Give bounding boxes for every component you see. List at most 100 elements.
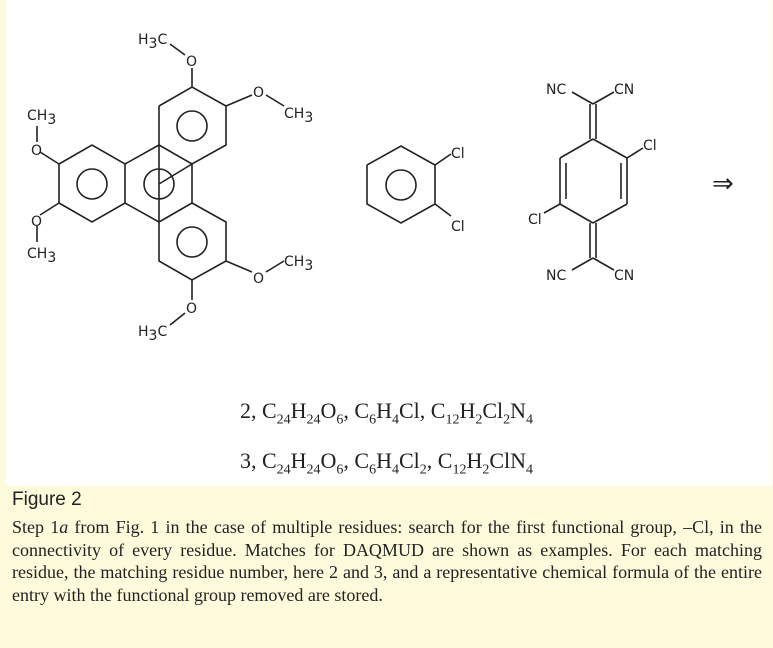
central-ring-aromatic-circle	[143, 168, 175, 200]
formula-element: H	[466, 448, 483, 473]
caption-text-rest: from Fig. 1 in the case of multiple resi…	[12, 517, 762, 605]
ring-bond	[559, 138, 594, 159]
bottom-ring-bonds	[158, 202, 227, 281]
left-upper-o-bond	[39, 151, 60, 165]
triphenylene-structure: H3C O O CH3 CH3 O O CH3 O CH3 O H3C	[27, 32, 313, 344]
tcnq-structure: NC CN Cl Cl NC CN	[528, 82, 657, 284]
lower-cl-label: Cl	[451, 219, 465, 235]
upper-right-oxygen-label: O	[253, 85, 264, 101]
formula-subscript: 6	[336, 462, 344, 478]
formula-subscript: 4	[391, 462, 399, 478]
left-cl-bond	[543, 203, 561, 214]
top-methyl-label: H3C	[138, 32, 167, 52]
central-ring-bonds	[158, 162, 193, 223]
caption-text-start: Step 1	[12, 517, 60, 537]
formula-subscript: 4	[526, 462, 534, 478]
formula-index: 3,	[239, 448, 262, 473]
figure-caption-title: Figure 2	[12, 489, 82, 510]
lower-right-oxygen-label: O	[253, 271, 264, 287]
formula-subscript: 24	[306, 462, 321, 478]
lower-right-o-bond	[225, 260, 253, 273]
formula-subscript: 2	[482, 462, 490, 478]
top-nc-label: NC	[546, 82, 566, 98]
top-oxygen-label: O	[186, 54, 197, 70]
figure-panel	[6, 0, 772, 486]
bottom-right-cn-bond	[592, 257, 615, 271]
ring-bond	[592, 203, 628, 224]
ring-bond	[592, 138, 628, 159]
formula-subscript: 2	[419, 462, 427, 478]
formula-subscript: 4	[392, 412, 399, 428]
formula-element: H	[376, 398, 392, 423]
left-cl-label: Cl	[528, 212, 542, 228]
top-right-cn-bond	[592, 91, 615, 105]
upper-right-methyl-bond	[265, 94, 285, 107]
left-upper-methyl-label: CH3	[27, 108, 56, 128]
ring-bond	[559, 203, 594, 224]
bottom-methyl-label: H3C	[138, 324, 167, 344]
formula-subscript: 6	[369, 462, 377, 478]
formula-subscript: 2	[503, 412, 511, 428]
top-ring-aromatic-circle	[176, 110, 208, 142]
dichlorobenzene-structure: Cl Cl	[366, 145, 465, 235]
formula-residue-2: 2, C24H24O6, C6H4Cl, C12H2Cl2N4	[0, 398, 773, 428]
caption-text-italic: a	[59, 517, 69, 537]
benzene-ring-bonds	[366, 145, 436, 224]
formula-element: , C	[343, 398, 370, 423]
formula-subscript: 4	[526, 412, 534, 428]
top-cn-label: CN	[614, 82, 634, 98]
formula-subscript: 24	[276, 412, 291, 428]
chemical-structures: H3C O O CH3 CH3 O O CH3 O CH3 O H3C Cl C…	[27, 32, 734, 344]
bottom-methyl-bond	[169, 312, 186, 326]
formula-element: O	[320, 398, 337, 423]
formula-element: C	[261, 398, 277, 423]
formula-element: N	[510, 398, 527, 423]
upper-right-o-bond	[225, 94, 253, 107]
formula-index: 2,	[239, 398, 262, 423]
left-upper-oxygen-label: O	[31, 143, 42, 159]
formula-element: H	[376, 448, 392, 473]
left-lower-o-bond	[39, 202, 60, 216]
formula-subscript: 24	[276, 462, 291, 478]
formula-element: ClN	[489, 448, 527, 473]
left-lower-methyl-label: CH3	[27, 246, 56, 266]
formula-subscript: 12	[452, 462, 467, 478]
formula-element: , C	[426, 448, 453, 473]
formula-element: Cl, C	[399, 398, 446, 423]
bottom-left-cn-bond	[571, 257, 594, 271]
bottom-cn-label: CN	[614, 268, 634, 284]
formula-element: , C	[343, 448, 370, 473]
formula-residue-3: 3, C24H24O6, C6H4Cl2, C12H2ClN4	[0, 448, 773, 478]
upper-cl-bond	[434, 153, 452, 166]
benzene-aromatic-circle	[385, 169, 417, 201]
bottom-ring-aromatic-circle	[176, 226, 208, 258]
left-lower-oxygen-label: O	[31, 214, 42, 230]
formula-subscript: 24	[306, 412, 321, 428]
top-methyl-bond	[169, 43, 186, 56]
bottom-oxygen-label: O	[186, 301, 197, 317]
formula-subscript: 2	[475, 412, 483, 428]
formula-subscript: 6	[369, 412, 377, 428]
figure-caption-text: Step 1a from Fig. 1 in the case of multi…	[12, 516, 762, 606]
formula-element: O	[320, 448, 337, 473]
upper-cl-label: Cl	[451, 146, 465, 162]
formula-element: C	[261, 448, 277, 473]
formula-subscript: 6	[336, 412, 344, 428]
formula-element: H	[290, 448, 307, 473]
formula-element: H	[290, 398, 307, 423]
top-ring-bonds	[158, 86, 227, 165]
lower-right-methyl-label: CH3	[284, 254, 313, 274]
right-cl-bond	[626, 147, 644, 159]
implication-arrow: ⇒	[712, 169, 734, 199]
upper-right-methyl-label: CH3	[284, 106, 313, 126]
left-ring-aromatic-circle	[76, 168, 108, 200]
formula-element: Cl	[482, 398, 504, 423]
formula-subscript: 12	[445, 412, 460, 428]
lower-cl-bond	[434, 203, 452, 217]
formula-element: H	[459, 398, 476, 423]
left-ring-bonds	[58, 144, 160, 224]
formula-element: Cl	[398, 448, 420, 473]
right-cl-label: Cl	[643, 138, 657, 154]
bottom-nc-label: NC	[546, 268, 566, 284]
lower-right-methyl-bond	[265, 260, 285, 273]
